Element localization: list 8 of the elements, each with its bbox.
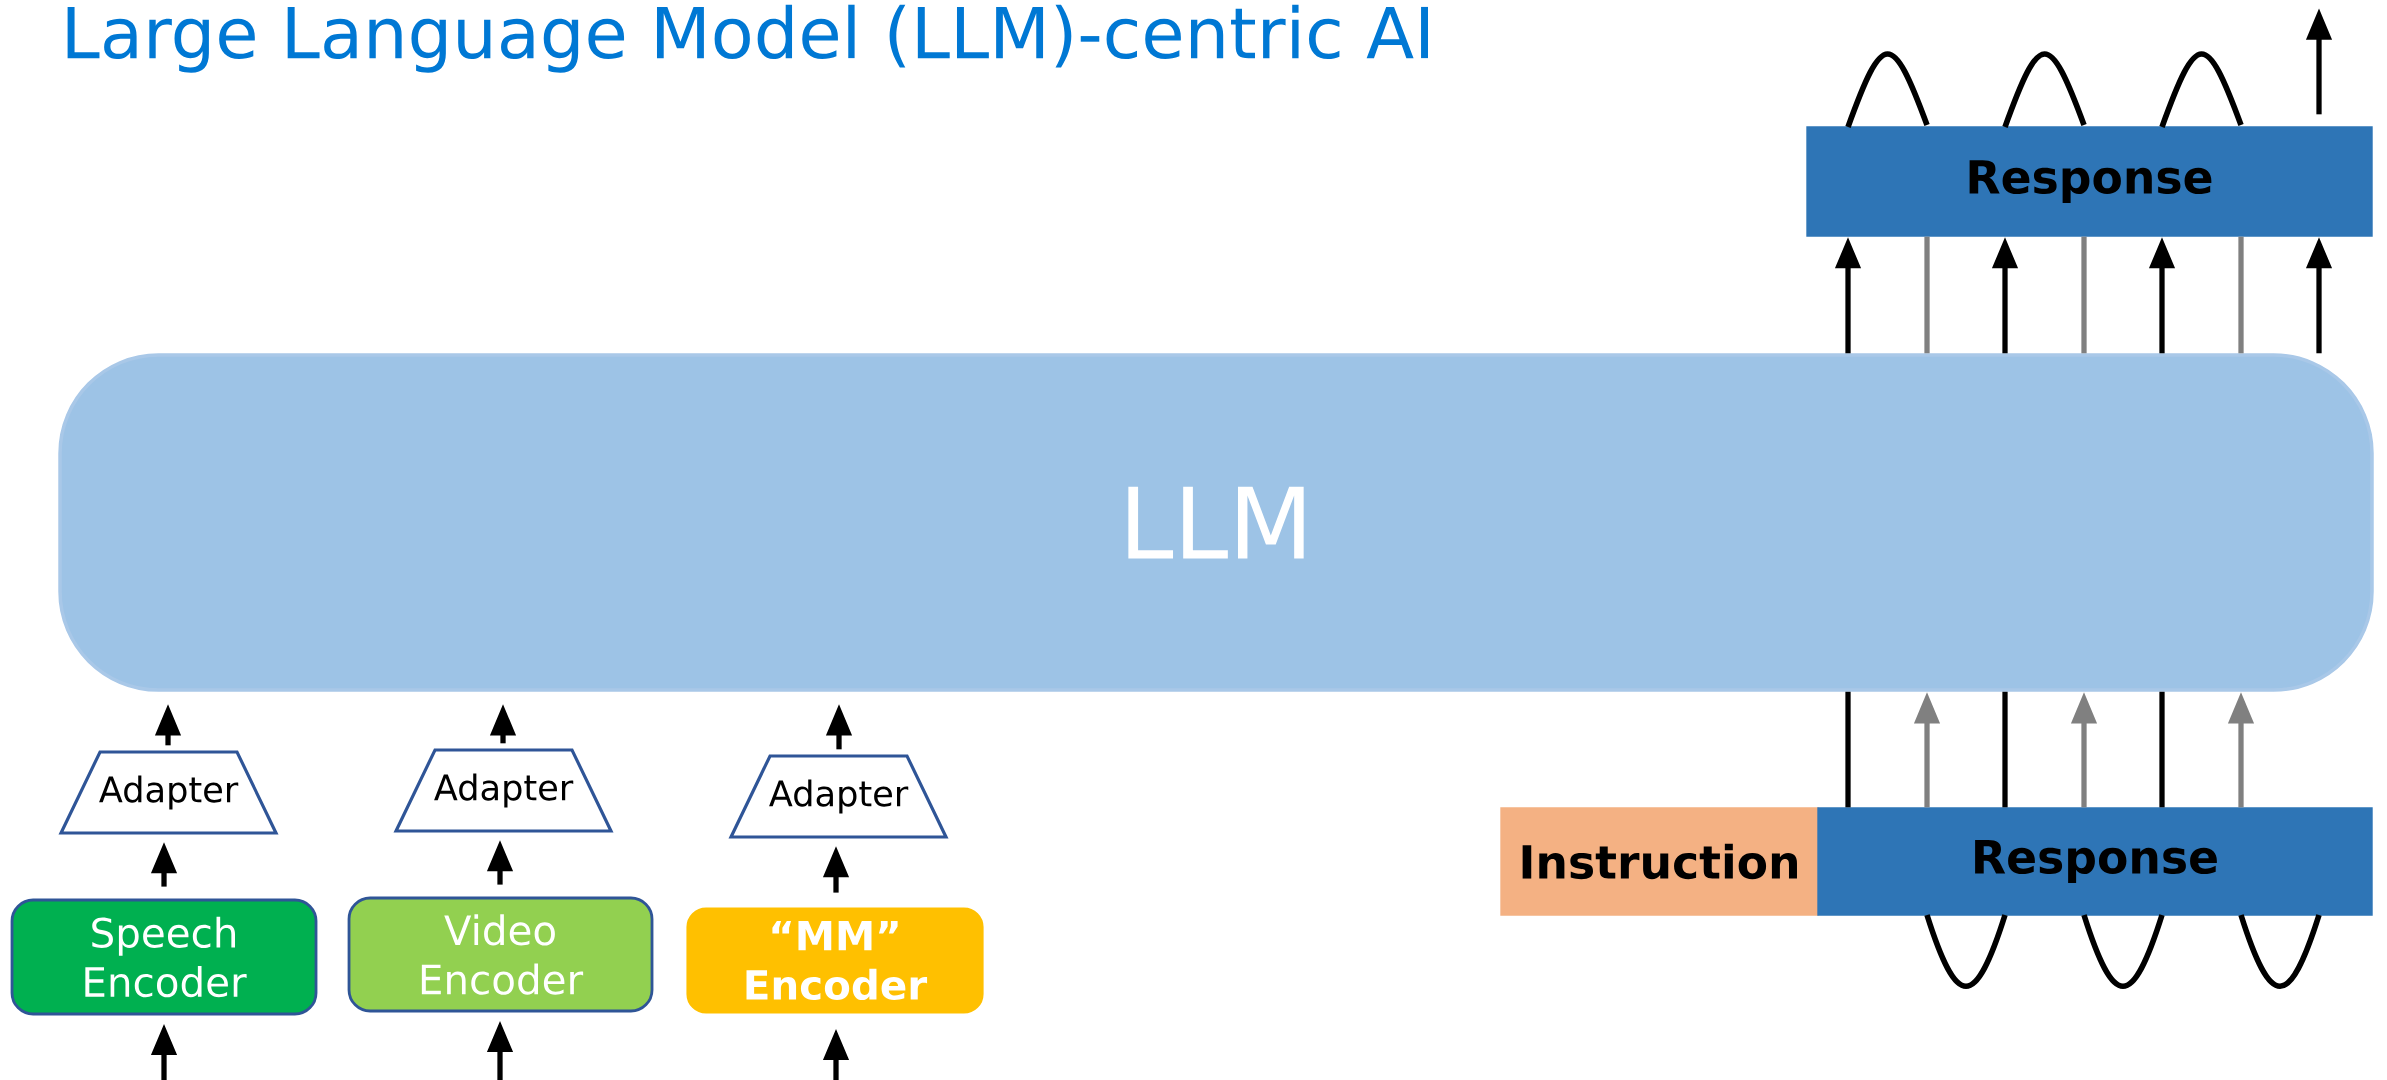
encoder-box: “MM” Encoder: [683, 904, 987, 1017]
title: Large Language Model (LLM)-centric AI: [67, 4, 1428, 73]
encoder-box: Speech Encoder: [10, 898, 318, 1016]
response-bar: Response: [1806, 126, 2373, 237]
encoder-box: Video Encoder: [347, 896, 654, 1013]
instruction-bar: Instruction: [1500, 807, 1819, 916]
response-bar: Response: [1817, 807, 2373, 916]
llm-box: LLM: [58, 353, 2374, 692]
